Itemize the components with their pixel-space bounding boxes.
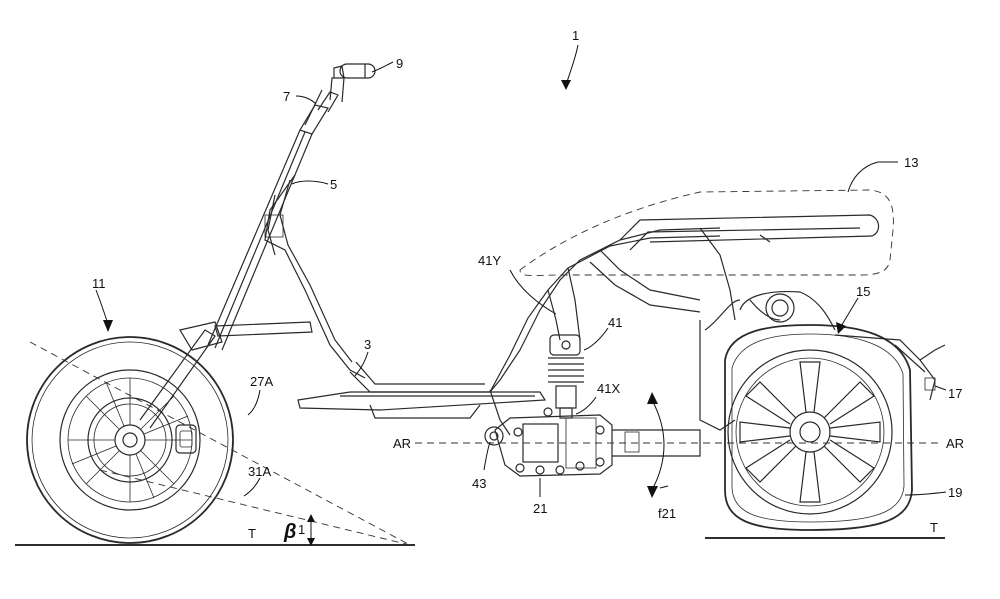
footboard (297, 361, 547, 419)
label-beta-sub: 1 (298, 522, 305, 537)
front-wheel (26, 336, 234, 544)
label-5: 5 (330, 177, 337, 192)
label-41X: 41X (597, 381, 620, 396)
label-9: 9 (396, 56, 403, 71)
label-AR-right: AR (946, 436, 964, 451)
label-T-right: T (930, 520, 938, 535)
label-31A: 31A (248, 464, 271, 479)
rear-wheel (724, 324, 913, 531)
label-1: 1 (572, 28, 579, 43)
label-15: 15 (856, 284, 870, 299)
rotation-arrow-f21 (647, 392, 665, 498)
label-7: 7 (283, 89, 290, 104)
label-43: 43 (472, 476, 486, 491)
leader-arrowheads (103, 80, 846, 334)
seat (519, 189, 894, 276)
swing-arm-21 (494, 407, 701, 477)
engine (699, 290, 946, 431)
shock-absorber (548, 334, 584, 419)
label-f21: f21 (658, 506, 676, 521)
label-27A: 27A (250, 374, 273, 389)
beta-arrow-head-down (307, 538, 315, 546)
label-AR-left: AR (393, 436, 411, 451)
label-41: 41 (608, 315, 622, 330)
frame-5 (214, 174, 366, 379)
label-21: 21 (533, 501, 547, 516)
pivot-43 (484, 426, 504, 446)
line-27A (29, 341, 411, 546)
label-11: 11 (92, 276, 106, 291)
rear-frame-loop (589, 214, 880, 321)
label-beta: β (283, 521, 296, 543)
label-T-left: T (248, 526, 256, 541)
label-13: 13 (904, 155, 918, 170)
line-31A (99, 469, 411, 546)
beta-arrow-head-up (307, 514, 315, 522)
label-3: 3 (364, 337, 371, 352)
label-19: 19 (948, 485, 962, 500)
label-17: 17 (948, 386, 962, 401)
steering-column (207, 89, 339, 351)
front-fork (139, 321, 223, 429)
label-41Y: 41Y (478, 253, 501, 268)
